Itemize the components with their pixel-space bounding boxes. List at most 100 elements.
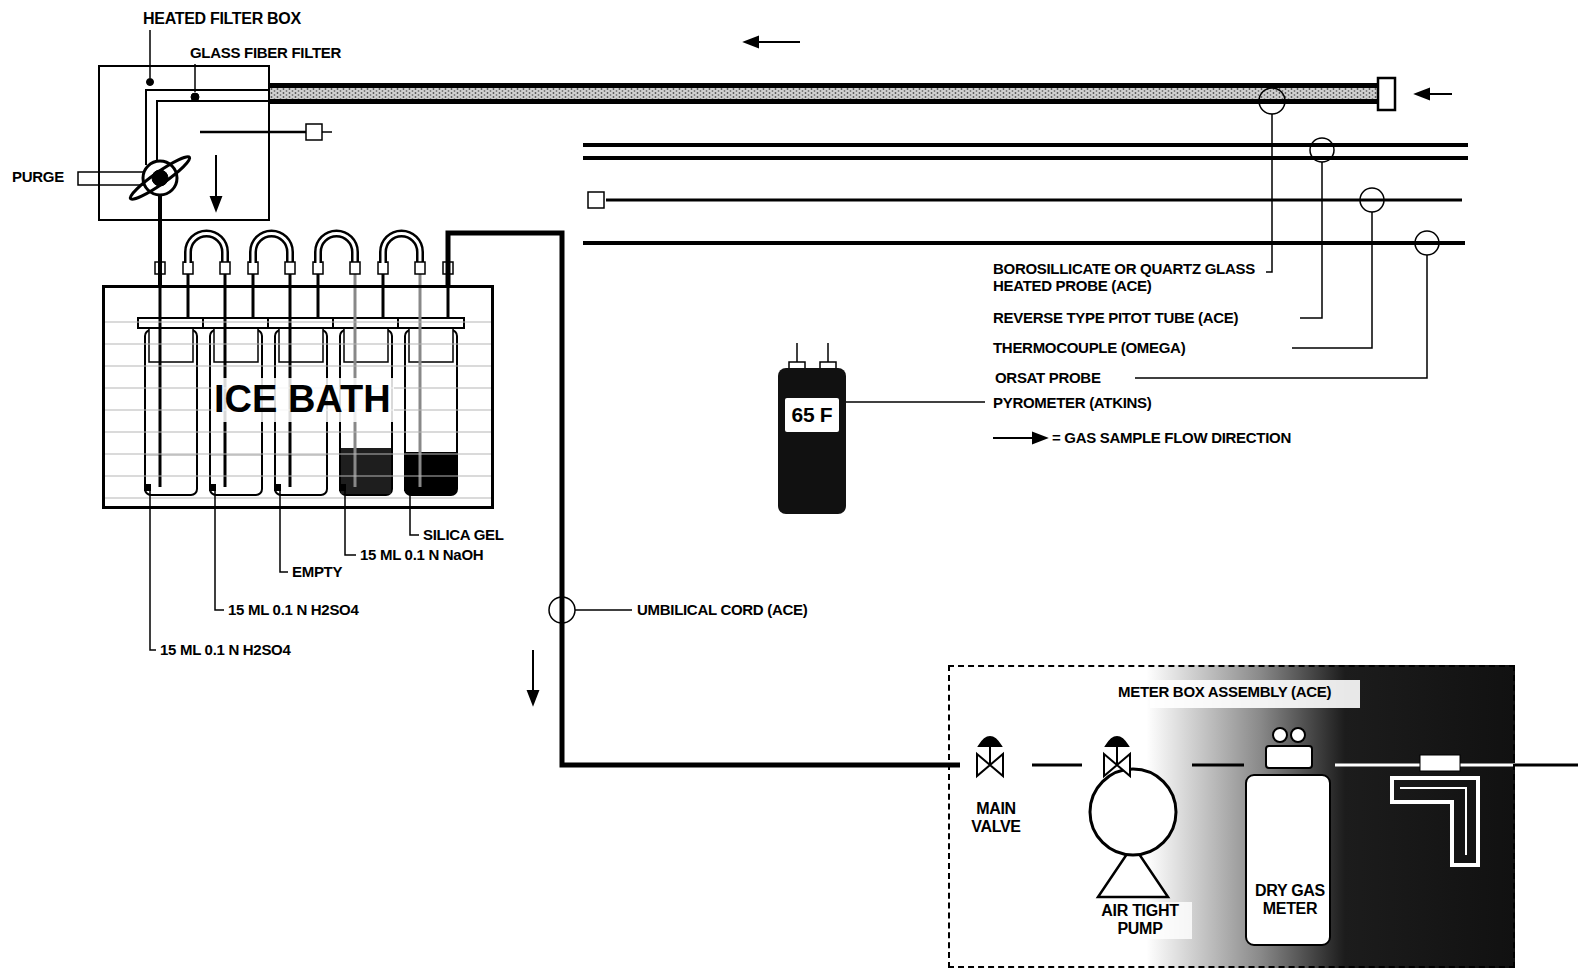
flow-arrows bbox=[1416, 89, 1429, 99]
impinger-train bbox=[146, 455, 196, 456]
filter-box-internals bbox=[147, 79, 154, 86]
impinger-train bbox=[104, 454, 492, 455]
impinger-train bbox=[378, 262, 388, 274]
filter-box-internals bbox=[191, 93, 199, 101]
dry-gas-meter-symbol bbox=[1291, 728, 1305, 742]
filter-box-internals bbox=[194, 64, 196, 92]
orifice-symbol bbox=[1400, 788, 1466, 855]
node-title: MAIN VALVE bbox=[960, 800, 1032, 837]
impinger-train bbox=[383, 234, 420, 263]
impinger-train bbox=[339, 484, 346, 491]
probe-callouts bbox=[1415, 231, 1439, 255]
pump-symbol bbox=[1116, 745, 1118, 765]
impinger-train bbox=[274, 484, 281, 491]
impinger-train bbox=[383, 234, 420, 263]
filter-box-outline bbox=[98, 65, 270, 221]
node-title: ICE BATH bbox=[211, 378, 394, 422]
pyrometer: 65 F bbox=[778, 368, 846, 514]
heated-filter-box: HEATED FILTER BOX bbox=[98, 8, 270, 221]
dry-gas-meter-symbol bbox=[1273, 728, 1287, 742]
orifice-symbol bbox=[1420, 755, 1460, 771]
impinger-train bbox=[104, 498, 492, 499]
node-title: DRY GAS METER bbox=[1248, 882, 1332, 919]
impinger-train bbox=[203, 318, 269, 328]
flow-arrows bbox=[211, 197, 221, 210]
probe-callouts bbox=[846, 88, 1439, 402]
node-title: 65 F bbox=[785, 398, 839, 432]
tube-connector bbox=[158, 221, 162, 285]
reagent-label: 15 ML 0.1 N H2SO4 bbox=[228, 601, 359, 618]
impinger-train bbox=[350, 262, 360, 274]
impinger-train bbox=[104, 366, 492, 367]
main-valve-symbol bbox=[977, 754, 1003, 776]
air-tight-pump: AIR TIGHT PUMP bbox=[1082, 717, 1192, 947]
impinger-train bbox=[211, 455, 261, 456]
probe-callouts bbox=[1310, 138, 1334, 162]
impinger-train bbox=[144, 484, 151, 491]
stack-probes bbox=[583, 143, 1468, 147]
probe-callouts bbox=[1259, 88, 1285, 114]
heated-probe bbox=[1378, 78, 1395, 110]
orifice-symbol bbox=[1515, 764, 1578, 767]
impinger-train bbox=[289, 262, 292, 487]
tube-connector bbox=[448, 233, 960, 765]
pump-symbol bbox=[1090, 769, 1176, 855]
part-label: PYROMETER (ATKINS) bbox=[993, 394, 1152, 411]
legend-swatch bbox=[993, 433, 1046, 443]
heated-probe bbox=[268, 83, 1380, 104]
main-valve-symbol bbox=[989, 745, 991, 765]
impinger-train bbox=[419, 262, 422, 487]
impinger-train bbox=[268, 318, 334, 328]
impinger-train bbox=[410, 491, 419, 535]
probe-callouts bbox=[1292, 212, 1372, 348]
pump-symbol bbox=[1106, 737, 1128, 746]
reagent-label: EMPTY bbox=[292, 563, 342, 580]
stack-probes bbox=[583, 145, 1468, 243]
impinger-train bbox=[104, 432, 492, 433]
impinger-train bbox=[406, 452, 456, 494]
impinger-train bbox=[138, 318, 204, 328]
flow-arrows bbox=[215, 155, 217, 198]
impinger-train bbox=[150, 491, 156, 650]
orifice-symbol bbox=[1392, 778, 1478, 865]
impinger-train bbox=[318, 234, 355, 263]
heated-probe bbox=[270, 88, 1378, 99]
stack-probes bbox=[606, 199, 1462, 202]
impinger-train bbox=[224, 262, 227, 487]
filter-box-internals bbox=[322, 131, 332, 133]
impinger-train bbox=[280, 491, 288, 572]
flow-arrows bbox=[1428, 93, 1452, 95]
dry-gas-meter: DRY GAS METER bbox=[1244, 724, 1336, 949]
main-valve: MAIN VALVE bbox=[960, 730, 1032, 842]
part-label: REVERSE TYPE PITOT TUBE (ACE) bbox=[993, 309, 1238, 326]
flow-arrows bbox=[756, 41, 800, 43]
impinger-train bbox=[398, 318, 464, 328]
impinger-train bbox=[354, 262, 357, 487]
part-label: BOROSILLICATE OR QUARTZ GLASS HEATED PRO… bbox=[993, 260, 1261, 295]
orifice-symbol bbox=[1335, 755, 1578, 865]
impinger-train bbox=[253, 234, 290, 263]
dry-gas-meter-symbol bbox=[1266, 746, 1312, 768]
meter-box-assembly: METER BOX ASSEMBLY (ACE)MAIN VALVEAIR TI… bbox=[948, 665, 1515, 968]
impinger-train bbox=[318, 234, 355, 263]
impinger-train bbox=[409, 328, 453, 362]
impinger-train bbox=[104, 322, 492, 323]
meter-box-ground bbox=[948, 665, 1515, 968]
stack-probes bbox=[583, 156, 1468, 160]
impinger-train bbox=[344, 328, 388, 362]
impinger-train bbox=[253, 234, 290, 263]
probe-callouts bbox=[1266, 114, 1272, 272]
node-title: AIR TIGHT PUMP bbox=[1088, 902, 1192, 939]
flow-arrows bbox=[532, 650, 534, 692]
impinger-train bbox=[159, 262, 162, 487]
legend-swatch bbox=[993, 437, 1034, 439]
impinger-train bbox=[313, 262, 323, 274]
impinger-train bbox=[276, 455, 326, 456]
impinger-train bbox=[149, 328, 193, 362]
impinger-train bbox=[345, 491, 356, 555]
tube-connector bbox=[1192, 764, 1244, 767]
impinger-train bbox=[404, 484, 411, 491]
impinger-train bbox=[183, 262, 193, 274]
probe-callouts bbox=[1360, 188, 1384, 212]
